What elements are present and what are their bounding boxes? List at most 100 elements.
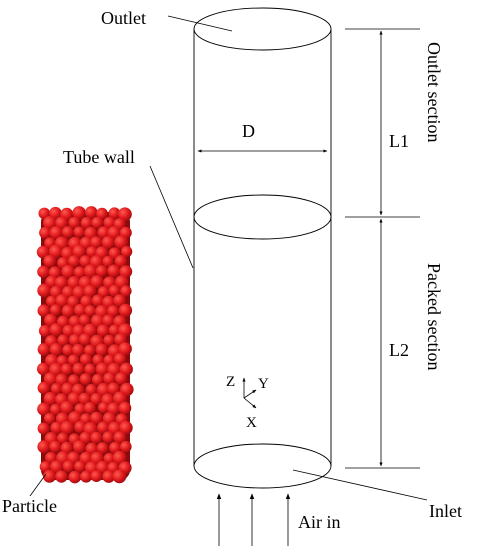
particle-sphere (107, 226, 121, 240)
particle-sphere (107, 382, 120, 395)
particle-sphere (102, 255, 114, 268)
particle-sphere (49, 206, 62, 220)
particle-sphere (96, 442, 109, 454)
particle-sphere (61, 264, 75, 279)
coordinate-axes: Z Y X (226, 374, 269, 431)
particle-sphere (79, 255, 92, 268)
diameter-label: D (242, 121, 255, 141)
particle-sphere (60, 400, 74, 415)
particle-sphere (57, 334, 69, 346)
particle-sphere (96, 207, 108, 220)
particle-sphere (56, 355, 69, 367)
particle-sphere (85, 442, 98, 455)
particle-sphere (84, 226, 98, 240)
particle-sphere (74, 420, 87, 434)
particle-sphere (68, 374, 80, 386)
particle-sphere (37, 283, 52, 298)
x-axis (243, 397, 257, 409)
particle-sphere (61, 382, 74, 396)
particle-sphere (72, 343, 85, 357)
particle-sphere (55, 470, 68, 483)
particle-sphere (37, 343, 51, 356)
particle-sphere (91, 294, 104, 307)
particle-sphere (45, 275, 58, 288)
particle-sphere (118, 303, 133, 317)
particle-sphere (49, 304, 62, 316)
particle-sphere (80, 470, 93, 483)
particle-sphere (49, 323, 63, 337)
particle-sphere (78, 333, 92, 346)
particle-sphere (97, 285, 110, 298)
particle-sphere (119, 265, 133, 278)
particle-sphere (113, 352, 127, 365)
inlet-ellipse (193, 443, 332, 489)
particle-sphere (113, 391, 127, 406)
particle-sphere (113, 294, 126, 307)
particle-sphere (119, 421, 133, 435)
particle-sphere (73, 226, 85, 238)
particle-sphere (120, 245, 133, 258)
tube-wall-leader (149, 165, 194, 269)
particle-sphere (112, 450, 127, 465)
particle-sphere (62, 460, 75, 473)
particle-sphere (55, 373, 68, 386)
particle-sphere (61, 304, 75, 318)
particle-sphere (45, 451, 57, 464)
x-axis-label: X (246, 415, 257, 431)
tube (193, 7, 332, 489)
particle-sphere (103, 452, 116, 465)
particle-sphere (60, 363, 73, 376)
particle-sphere (49, 403, 62, 416)
particle-sphere (57, 432, 69, 444)
particle-sphere (78, 392, 91, 405)
particle-sphere (95, 343, 108, 356)
particle-sphere (72, 285, 86, 299)
particle-sphere (91, 216, 104, 229)
particle-sphere (72, 440, 86, 454)
particle-sphere (43, 254, 56, 268)
particle-sphere (39, 461, 52, 473)
particle-sphere (68, 216, 81, 229)
particle-sphere (68, 333, 81, 346)
particle-sphere (49, 343, 63, 356)
particle-sphere (49, 440, 62, 453)
particle-sphere (112, 469, 127, 484)
particle-sphere (86, 246, 98, 258)
particle-sphere (120, 440, 132, 453)
particle-sphere (38, 207, 51, 220)
particle-sphere (42, 216, 57, 230)
particle-sphere (85, 206, 98, 219)
particle-sphere (37, 381, 50, 395)
particle-sphere (90, 431, 103, 444)
particle-sphere (67, 276, 81, 289)
particle-sphere (120, 285, 132, 297)
outlet-ellipse (193, 7, 332, 51)
particle-sphere (118, 401, 132, 415)
l1-label: L1 (389, 131, 409, 151)
particle-sphere (103, 354, 116, 366)
particle-sphere (72, 362, 85, 375)
particle-sphere (60, 420, 74, 435)
particle-sphere (79, 353, 92, 366)
particle-sphere (72, 244, 86, 259)
particle-sphere (90, 411, 103, 425)
particle-sphere (37, 440, 51, 454)
particle-sphere (114, 372, 128, 385)
particle-sphere (44, 313, 58, 327)
particle-sphere (73, 266, 86, 279)
particle-sphere (97, 421, 110, 434)
particle-sphere (107, 264, 121, 278)
particle-sphere (72, 324, 86, 337)
outlet-section-label: Outlet section (424, 42, 444, 142)
particle-sphere (48, 244, 63, 259)
particle-sphere (83, 284, 97, 298)
particle-sphere (62, 344, 74, 356)
particle-sphere (90, 314, 105, 328)
particle-sphere (43, 372, 58, 386)
particle-label: Particle (2, 496, 57, 516)
particle-sphere (54, 276, 68, 289)
particle-sphere (102, 411, 116, 426)
particle-sphere (114, 275, 129, 289)
particle-sphere (114, 255, 128, 268)
